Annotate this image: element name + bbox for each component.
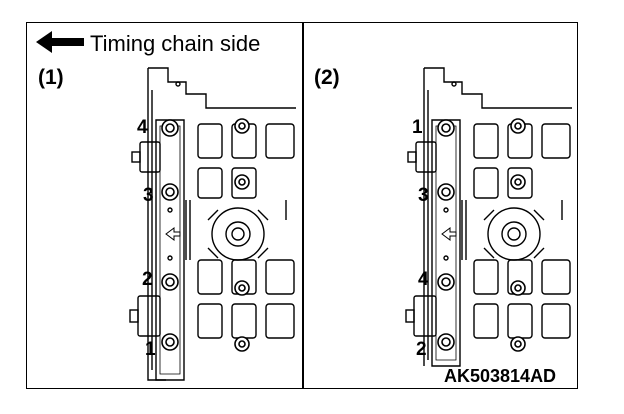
timing-chain-caption: Timing chain side [90,31,261,56]
panel-2-bolt-label: 4 [418,269,429,290]
arrow-left-icon [36,31,84,53]
panel-1-drawing [129,67,296,381]
figure-code: AK503814AD [444,366,557,386]
panel-2-drawing [405,67,572,367]
panel-2-bolt-label: 1 [412,117,423,138]
panel-divider [302,22,304,389]
panel-2-bolt-label: 3 [418,185,429,206]
panel-2-label: (2) [314,66,340,89]
panel-2-bolt-label: 2 [416,339,427,360]
panel-1-bolt-label: 1 [145,339,156,360]
panel-1-label: (1) [38,66,64,89]
panel-1-bolt-label: 3 [143,185,154,206]
panel-1-bolt-label: 4 [137,117,148,138]
panel-1-bolt-label: 2 [142,269,153,290]
